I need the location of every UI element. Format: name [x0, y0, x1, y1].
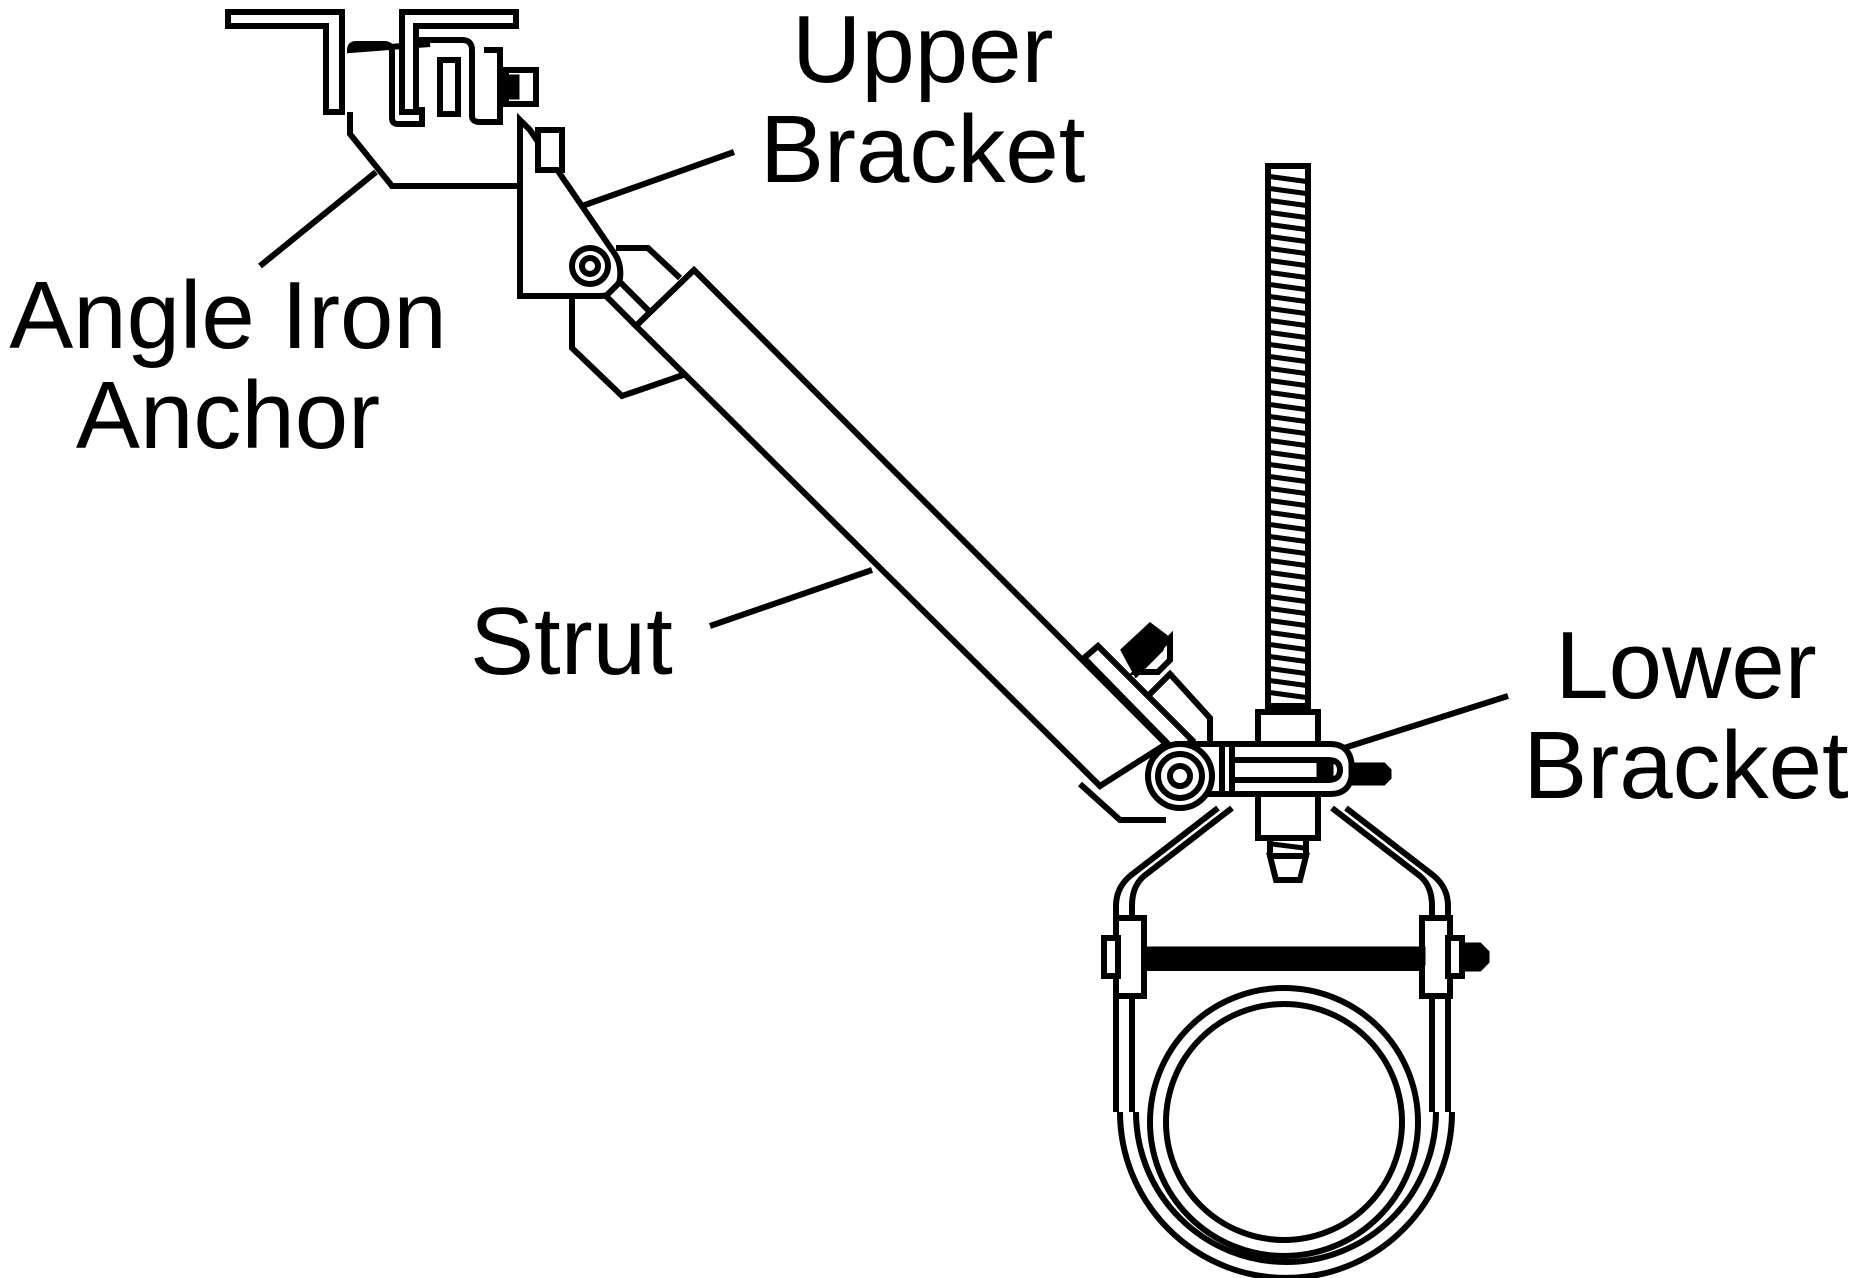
label-angle-iron-anchor-line-1: Angle Iron — [9, 262, 447, 369]
pipe — [1147, 985, 1421, 1259]
leader-line-upper-bracket — [580, 149, 736, 209]
label-upper-bracket: Upper Bracket — [760, 0, 1085, 200]
threaded-rod — [1265, 163, 1311, 883]
label-upper-bracket-line-1: Upper — [791, 0, 1054, 103]
label-angle-iron-anchor-line-2: Anchor — [75, 362, 381, 469]
lower-bracket — [1145, 709, 1392, 856]
angle-iron-anchor — [225, 9, 539, 189]
leader-line-lower-bracket — [1343, 693, 1509, 751]
label-lower-bracket-line-1: Lower — [1555, 612, 1817, 719]
strut — [631, 265, 1213, 823]
label-angle-iron-anchor: Angle Iron Anchor — [0, 266, 456, 466]
leader-line-angle-iron-anchor — [258, 169, 378, 269]
label-lower-bracket: Lower Bracket — [1512, 616, 1860, 816]
label-upper-bracket-line-2: Bracket — [760, 96, 1086, 203]
label-strut: Strut — [470, 592, 673, 692]
label-strut-line-1: Strut — [470, 588, 673, 695]
label-lower-bracket-line-2: Bracket — [1523, 712, 1849, 819]
upper-bracket — [517, 112, 687, 400]
leader-line-strut — [709, 567, 873, 629]
